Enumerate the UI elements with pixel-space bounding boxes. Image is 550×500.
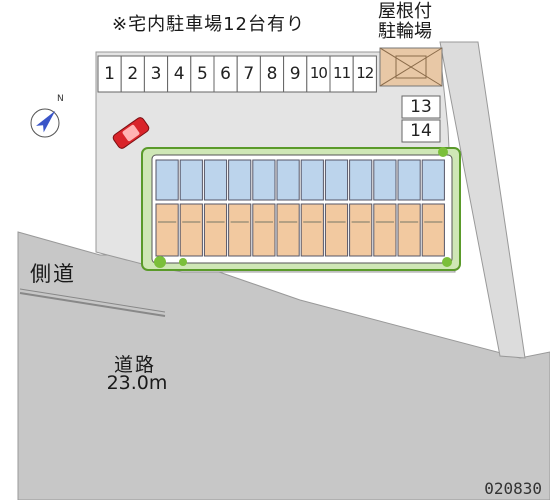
unit-lower	[155, 203, 179, 257]
unit-lower	[300, 203, 324, 257]
unit-lower	[324, 203, 349, 257]
unit-upper	[252, 159, 276, 201]
unit-upper	[397, 159, 421, 201]
sidewalk-line	[19, 292, 166, 317]
parking-stall-number: 7	[243, 64, 255, 84]
bike-parking-line2: 駐輪場	[378, 21, 432, 42]
north-arrow-icon: N	[30, 94, 64, 138]
unit-lower	[203, 203, 228, 257]
unit-lower	[421, 203, 445, 257]
parking-stalls	[97, 55, 377, 93]
right-side-road	[439, 41, 526, 359]
parking-stall-number: 1	[104, 64, 115, 84]
side-road-label: 側道	[30, 262, 76, 286]
parking-stall-14	[401, 119, 441, 143]
sidewalk-line	[19, 288, 166, 313]
unit-upper	[228, 159, 252, 201]
svg-text:N: N	[57, 94, 64, 104]
red-car-icon	[112, 117, 150, 149]
side-parking-stall-number: 13	[410, 97, 432, 117]
parking-stall-number: 3	[150, 64, 162, 84]
unit-upper	[373, 159, 397, 201]
unit-lower	[252, 203, 276, 257]
unit-lower	[276, 203, 300, 257]
unit-upper	[203, 159, 228, 201]
building-units	[155, 159, 445, 257]
parking-stall-number: 12	[356, 64, 374, 82]
unit-lower	[397, 203, 421, 257]
unit-lower	[373, 203, 397, 257]
unit-lower	[179, 203, 203, 257]
unit-upper	[179, 159, 203, 201]
bike-shed-inner	[395, 55, 427, 79]
shrubs	[154, 147, 452, 268]
parking-stall-number: 8	[266, 64, 278, 84]
unit-upper	[276, 159, 300, 201]
road-name-label: 道路	[113, 354, 156, 376]
unit-upper	[155, 159, 179, 201]
side-parking-stall-number: 14	[410, 121, 432, 141]
parking-note: ※宅内駐車場12台有り	[112, 14, 305, 35]
parking-stall-12	[352, 55, 377, 93]
property-code: 020830	[484, 479, 542, 498]
parking-stall-number: 9	[289, 64, 301, 84]
road-width-label: 23.0m	[106, 372, 168, 394]
parking-stall-number: 5	[196, 64, 208, 84]
bike-shed-roof-line	[379, 47, 443, 87]
parking-stall-number: 4	[173, 64, 185, 84]
bike-parking-line1: 屋根付	[378, 1, 432, 22]
bike-parking-label: 屋根付 駐輪場	[360, 2, 450, 42]
unit-upper	[300, 159, 324, 201]
parking-stall-number: 6	[220, 64, 231, 84]
parking-stall-number: 11	[333, 64, 351, 82]
parking-stall-number: 10	[309, 64, 328, 82]
unit-lower	[349, 203, 373, 257]
unit-upper	[324, 159, 349, 201]
unit-lower	[228, 203, 252, 257]
unit-upper	[421, 159, 445, 201]
parking-stall-number: 2	[127, 64, 139, 84]
unit-upper	[349, 159, 373, 201]
parking-stall-13	[401, 95, 441, 119]
